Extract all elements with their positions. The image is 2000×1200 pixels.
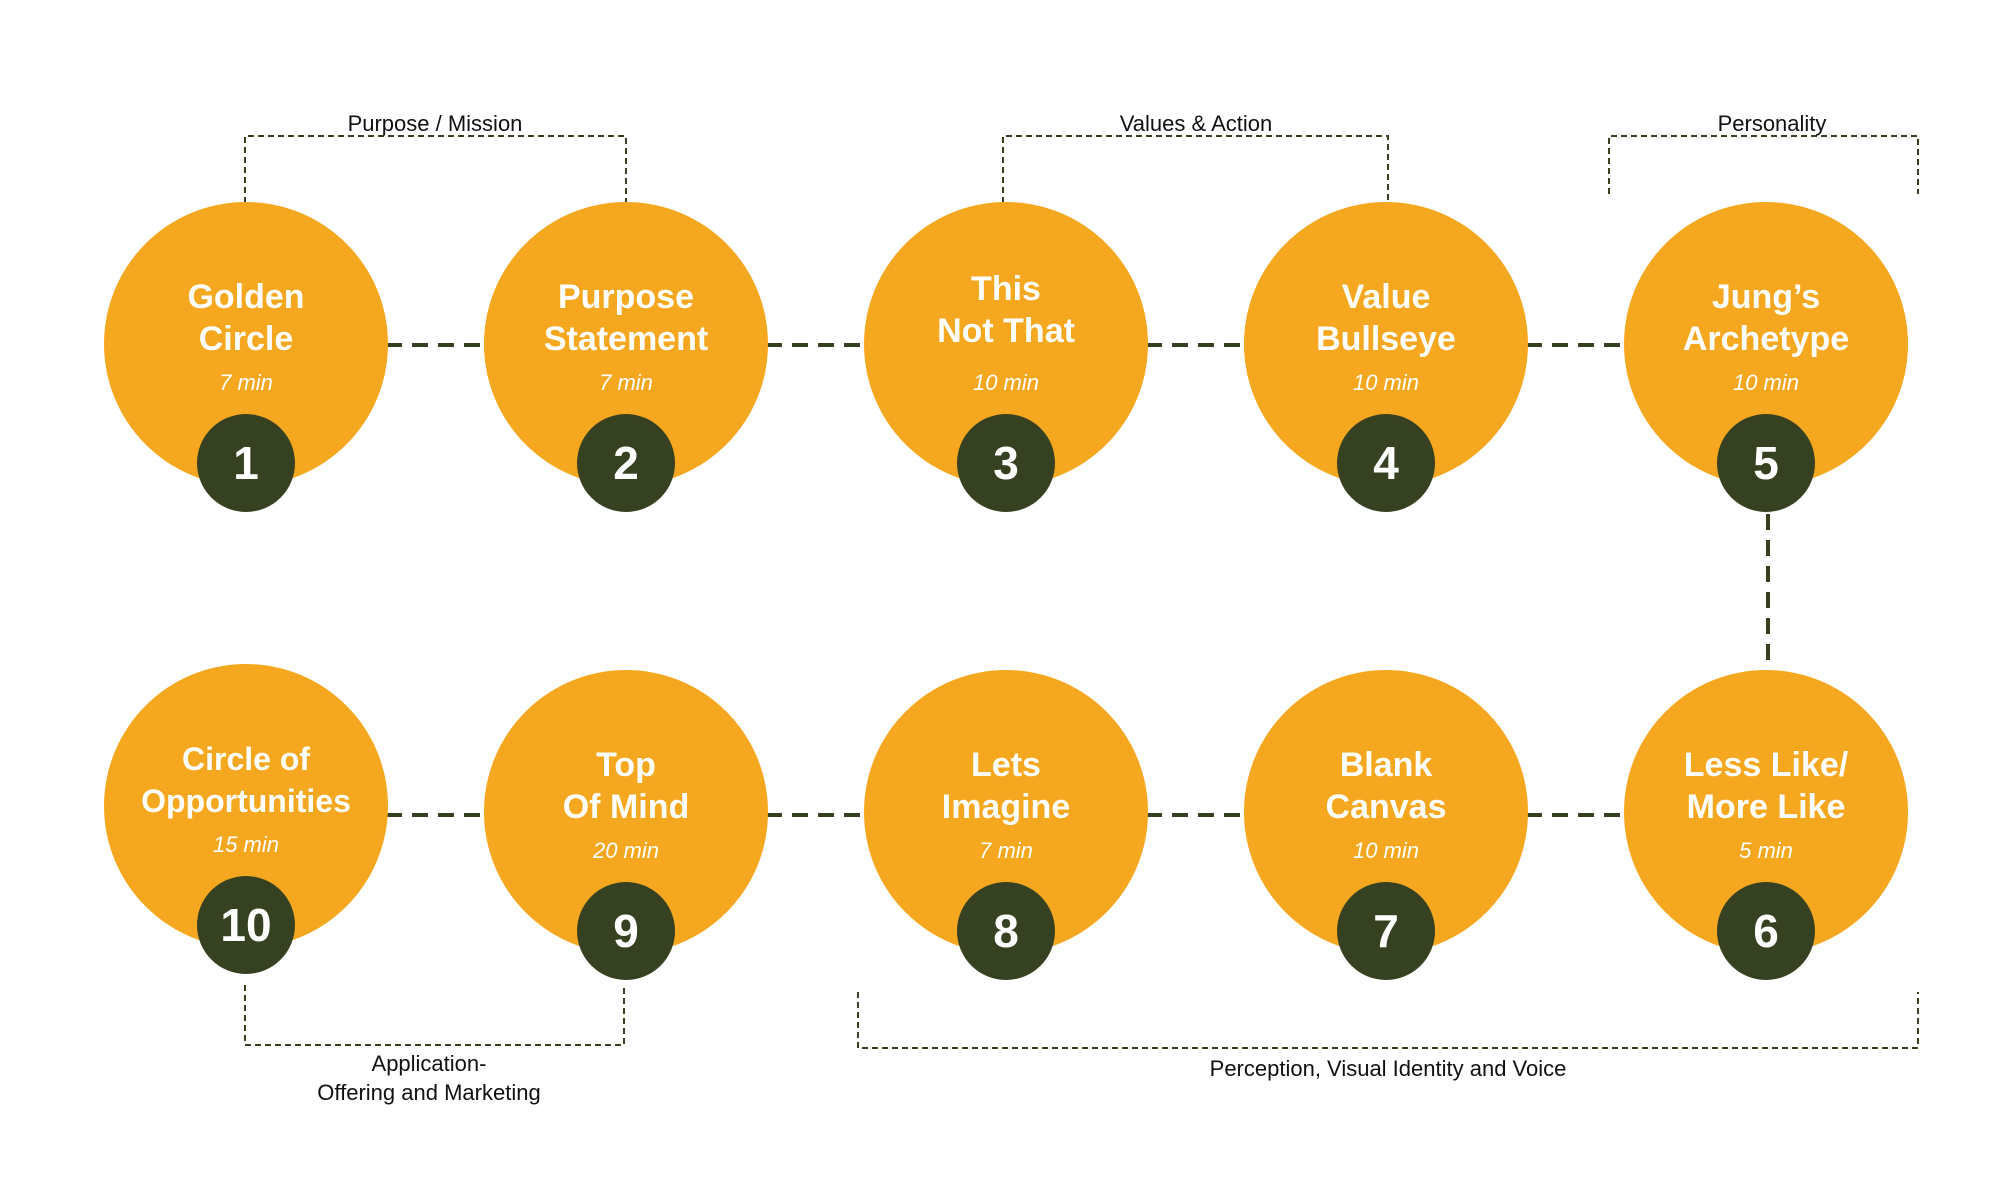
group-label-personality: Personality [1717,111,1827,136]
step-duration: 20 min [592,838,660,863]
group-label-purpose-mission: Purpose / Mission [347,111,523,136]
step-10-circle-of-opportunities: Circle of Opportunities 15 min 10 [104,664,388,974]
step-2-purpose-statement: Purpose Statement 7 min 2 [484,202,768,512]
step-title: This Not That [937,270,1075,350]
step-6-less-like-more-like: Less Like/ More Like 5 min 6 [1624,670,1908,980]
step-number-badge: 6 [1717,882,1815,980]
step-number-badge: 5 [1717,414,1815,512]
step-duration: 5 min [1739,838,1793,863]
group-label-values-action: Values & Action [1119,111,1273,136]
step-title: Blank Canvas [1325,746,1447,826]
step-title: Value Bullseye [1316,278,1456,358]
bracket-purpose-mission [244,135,627,203]
step-number-badge: 3 [957,414,1055,512]
step-7-blank-canvas: Blank Canvas 10 min 7 [1244,670,1528,980]
step-duration: 10 min [1352,370,1420,395]
step-title: Golden Circle [187,278,305,358]
step-3-this-not-that: This Not That 10 min 3 [864,202,1148,512]
step-1-golden-circle: Golden Circle 7 min 1 [104,202,388,512]
step-number-badge: 1 [197,414,295,512]
group-label-application: Application- Offering and Marketing [317,1051,541,1105]
step-title: Lets Imagine [941,746,1071,826]
step-title: Top Of Mind [562,746,690,826]
step-duration: 10 min [972,370,1040,395]
step-4-value-bullseye: Value Bullseye 10 min 4 [1244,202,1528,512]
step-title: Less Like/ More Like [1683,746,1849,826]
step-title: Purpose Statement [543,278,709,358]
group-label-perception: Perception, Visual Identity and Voice [1209,1056,1567,1081]
step-duration: 10 min [1352,838,1420,863]
step-8-lets-imagine: Lets Imagine 7 min 8 [864,670,1148,980]
step-title: Jung’s Archetype [1682,278,1850,358]
step-number-badge: 8 [957,882,1055,980]
step-5-jungs-archetype: Jung’s Archetype 10 min 5 [1624,202,1908,512]
step-number-badge: 7 [1337,882,1435,980]
step-9-top-of-mind: Top Of Mind 20 min 9 [484,670,768,980]
step-duration: 7 min [599,370,653,395]
step-number-badge: 10 [197,876,295,974]
step-duration: 7 min [979,838,1033,863]
step-number-badge: 2 [577,414,675,512]
bracket-personality [1608,135,1919,194]
bracket-values-action [1002,135,1389,203]
step-duration: 7 min [219,370,273,395]
bracket-perception [857,992,1919,1049]
step-title: Circle of Opportunities [141,741,351,819]
step-duration: 15 min [212,832,280,857]
bracket-application [244,985,625,1046]
step-duration: 10 min [1732,370,1800,395]
step-number-badge: 9 [577,882,675,980]
step-number-badge: 4 [1337,414,1435,512]
